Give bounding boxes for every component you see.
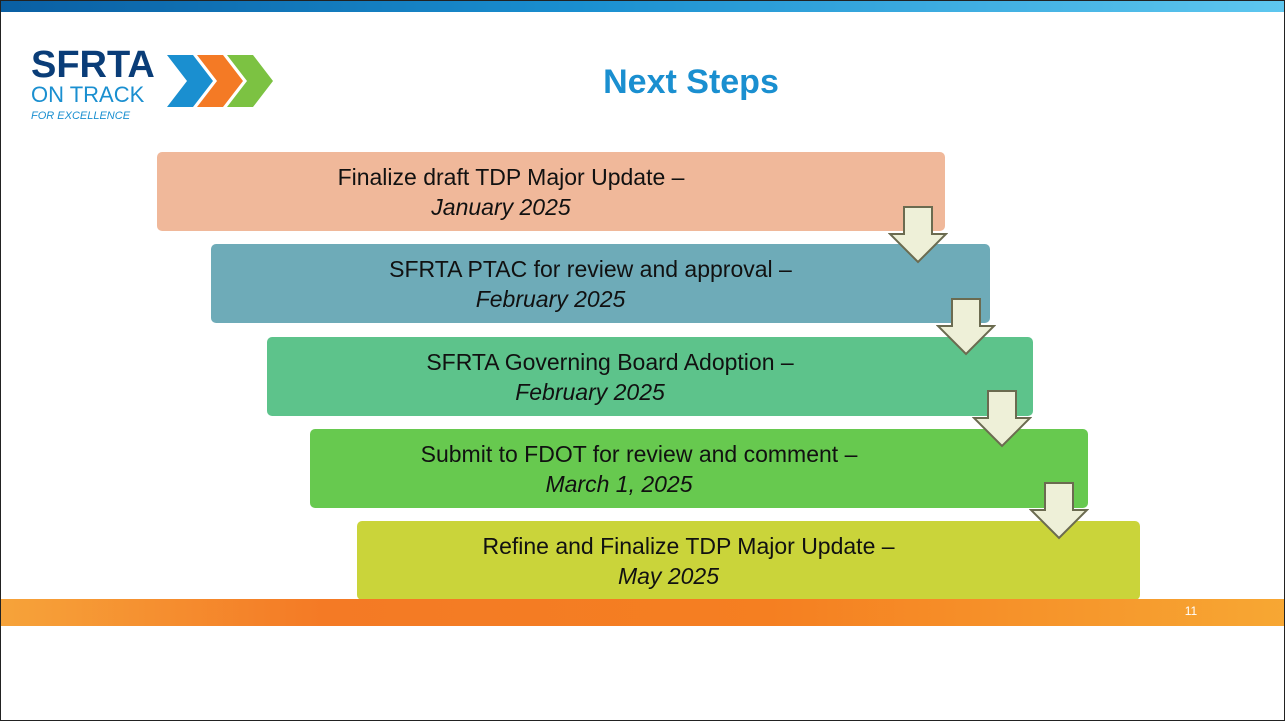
sfrta-logo: SFRTA ON TRACK FOR EXCELLENCE <box>31 44 273 122</box>
slide-title: Next Steps <box>603 63 779 101</box>
step-1-text: Finalize draft TDP Major Update – <box>337 163 685 190</box>
step-5-text: Refine and Finalize TDP Major Update – <box>482 532 895 559</box>
page-number: 11 <box>1184 604 1198 618</box>
logo-text-sfrta: SFRTA <box>31 44 155 86</box>
step-5-date: May 2025 <box>617 562 719 589</box>
step-4: Submit to FDOT for review and comment – … <box>310 429 1088 508</box>
step-2-text: SFRTA PTAC for review and approval – <box>389 255 792 282</box>
step-3: SFRTA Governing Board Adoption – Februar… <box>267 337 1033 416</box>
down-arrow-icon <box>1029 482 1089 540</box>
logo-text-on-track: ON TRACK <box>31 82 145 107</box>
step-2: SFRTA PTAC for review and approval – Feb… <box>211 244 990 323</box>
step-5: Refine and Finalize TDP Major Update – M… <box>357 521 1140 600</box>
down-arrow-icon <box>972 390 1032 448</box>
step-2-date: February 2025 <box>475 285 626 312</box>
top-accent-band <box>1 1 1284 12</box>
bottom-accent-band <box>1 599 1284 626</box>
step-4-date: March 1, 2025 <box>545 470 693 497</box>
logo-chevrons-icon <box>167 55 273 107</box>
step-3-date: February 2025 <box>515 378 665 405</box>
logo-text-for-excellence: FOR EXCELLENCE <box>31 110 131 122</box>
step-1-date: January 2025 <box>431 193 571 220</box>
step-4-text: Submit to FDOT for review and comment – <box>420 440 858 467</box>
step-1: Finalize draft TDP Major Update – Januar… <box>157 152 945 231</box>
down-arrow-icon <box>936 298 996 356</box>
down-arrow-icon <box>888 206 948 264</box>
step-3-text: SFRTA Governing Board Adoption – <box>426 348 794 375</box>
